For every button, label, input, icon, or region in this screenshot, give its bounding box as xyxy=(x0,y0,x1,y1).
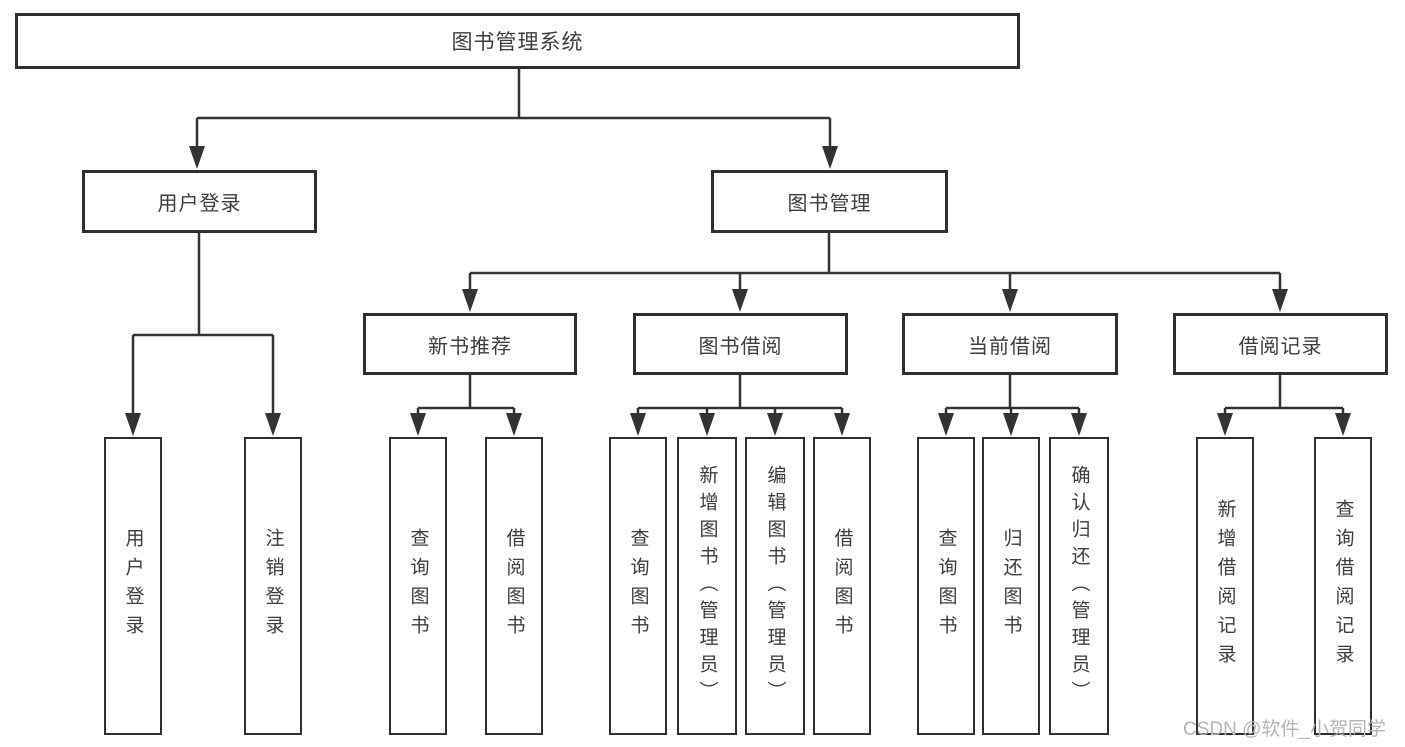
leaf-confirm-return-admin: 确认归还（管理员） xyxy=(1049,437,1109,735)
leaf-query-books-current: 查询图书 xyxy=(917,437,975,735)
leaf-edit-books-admin: 编辑图书（管理员） xyxy=(745,437,805,735)
watermark-text: CSDN @软件_小贺同学 xyxy=(1183,719,1386,740)
leaf-add-borrow-record: 新增借阅记录 xyxy=(1196,437,1254,735)
leaf-user-login: 用户登录 xyxy=(104,437,162,735)
node-book-borrowing: 图书借阅 xyxy=(633,313,848,375)
node-current-borrowing: 当前借阅 xyxy=(902,313,1118,375)
node-user-login: 用户登录 xyxy=(82,170,317,233)
leaf-borrow-books-recommend: 借阅图书 xyxy=(485,437,543,735)
leaf-logout-login: 注销登录 xyxy=(244,437,302,735)
leaf-query-borrow-record: 查询借阅记录 xyxy=(1314,437,1372,735)
leaf-query-books-recommend: 查询图书 xyxy=(389,437,447,735)
node-root: 图书管理系统 xyxy=(15,13,1020,69)
node-new-book-recommendation: 新书推荐 xyxy=(363,313,577,375)
node-book-management: 图书管理 xyxy=(711,170,948,233)
node-borrowing-records: 借阅记录 xyxy=(1173,313,1388,375)
leaf-add-books-admin: 新增图书（管理员） xyxy=(677,437,737,735)
leaf-query-books-borrowing: 查询图书 xyxy=(609,437,667,735)
leaf-borrow-books: 借阅图书 xyxy=(813,437,871,735)
leaf-return-books: 归还图书 xyxy=(982,437,1040,735)
